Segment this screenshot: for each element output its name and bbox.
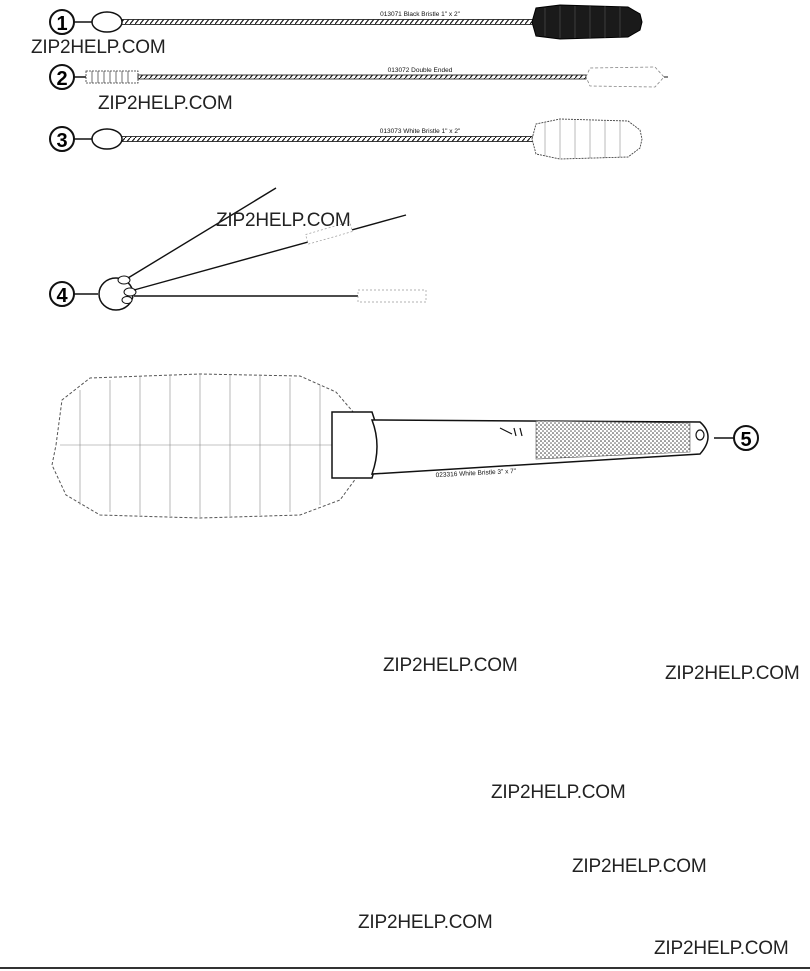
white-bristle-head [531,118,643,160]
watermark: ZIP2HELP.COM [31,37,166,58]
callout-5: 5 [733,425,759,451]
brush-4-set: 4 [49,187,427,311]
watermark: ZIP2HELP.COM [654,938,789,959]
watermark: ZIP2HELP.COM [491,782,626,803]
part-label: 013073 White Bristle 1" x 2" [380,128,461,135]
wire-upper [127,187,277,279]
watermark: ZIP2HELP.COM [216,210,351,231]
watermark: ZIP2HELP.COM [572,856,707,877]
part-label: 013072 Double Ended [388,67,453,74]
brush-3: 3 013073 White Bristle 1" x 2" [49,118,643,160]
callout-number: 4 [56,285,68,307]
callout-number: 1 [56,13,67,35]
callout-number: 2 [56,68,67,90]
watermark: ZIP2HELP.COM [383,655,518,676]
bottom-rule [0,967,810,969]
callout-2: 2 [49,64,75,90]
handle-loop [91,11,123,33]
twisted-wire-shaft [121,136,537,142]
callout-1: 1 [49,9,75,35]
grip-texture [535,420,691,460]
watermark: ZIP2HELP.COM [358,912,493,933]
brush-2: 2 013072 Double Ended [49,64,668,90]
large-bristle-end [585,66,665,88]
black-bristle-head [531,4,643,40]
callout-4: 4 [49,281,75,307]
ferrule [331,411,379,479]
callout-number: 3 [56,130,67,152]
handle-loop [91,128,123,150]
brush-1: 1 013071 Black Bristle 1" x 2" [49,4,643,40]
callout-number: 5 [740,429,751,451]
hang-hole [695,429,705,441]
callout-3: 3 [49,126,75,152]
bristle-middle [305,221,353,245]
part-label: 013071 Black Bristle 1" x 2" [380,11,460,18]
brush-5: 023316 White Bristle 3" x 7" 5 [51,373,759,519]
bristle-lower [357,289,427,303]
wire-middle [133,214,407,291]
embossed-logo [499,427,523,437]
watermark: ZIP2HELP.COM [665,663,800,684]
small-bristle-end [85,70,139,84]
large-bristle-head [51,373,363,519]
watermark: ZIP2HELP.COM [98,93,233,114]
twisted-wire-shaft [121,19,537,25]
part-label: 023316 White Bristle 3" x 7" [436,468,517,479]
twisted-wire-shaft [137,74,587,80]
